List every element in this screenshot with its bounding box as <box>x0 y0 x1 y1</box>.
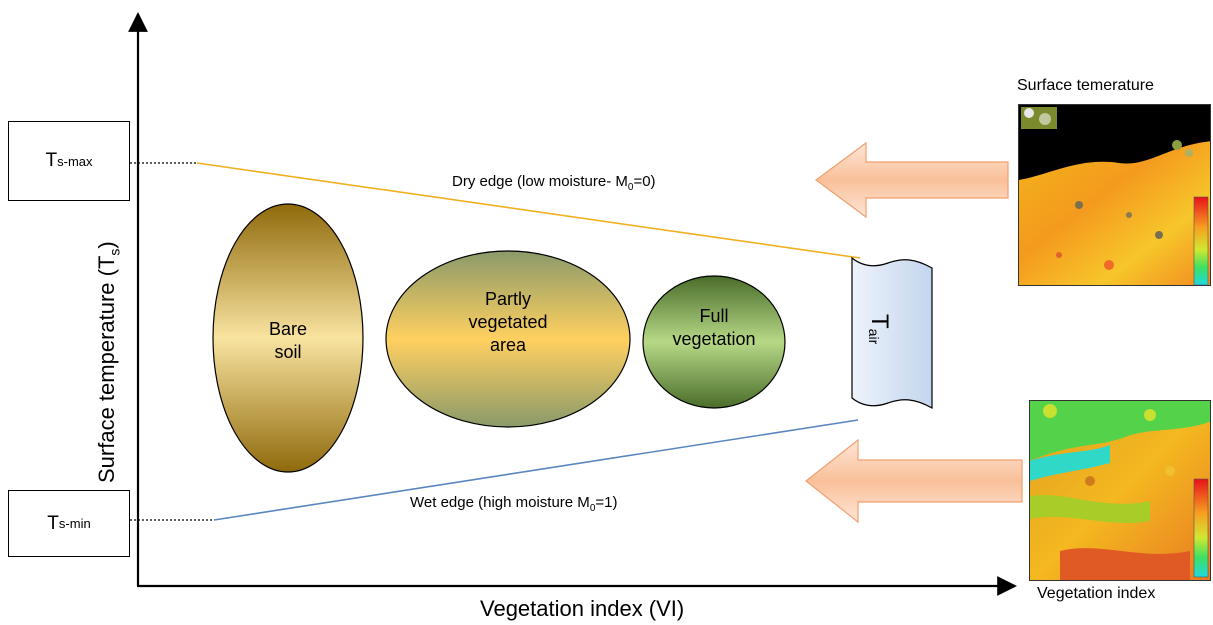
bare-soil-label: Bare soil <box>268 319 308 362</box>
wet-edge-line <box>213 419 859 521</box>
vegetation-index-caption: Vegetation index <box>1037 585 1156 602</box>
surface-temperature-raster <box>1019 105 1210 285</box>
dry-edge-label: Dry edge (low moisture- M0=0) <box>452 173 656 193</box>
dry-edge-line <box>196 162 861 259</box>
vegetation-index-raster <box>1030 401 1210 580</box>
arrow-from-vegetation-index <box>805 438 1023 524</box>
air-temperature-shape <box>851 256 933 410</box>
ts-min-symbol: T <box>47 512 59 534</box>
ts-max-subscript: s-max <box>57 153 93 169</box>
arrow-from-surface-temperature <box>814 141 1009 219</box>
ts-max-symbol: T <box>45 150 58 171</box>
ts-min-subscript: s-min <box>58 516 91 531</box>
partly-vegetated-ellipse <box>385 250 631 428</box>
air-temperature-label: Tair <box>866 314 893 345</box>
vegetation-index-image <box>1029 400 1211 581</box>
surface-temperature-image <box>1018 104 1211 286</box>
y-axis-label: Surface temperature (Ts) <box>94 241 123 483</box>
x-axis-label: Vegetation index (VI) <box>480 596 685 621</box>
partly-vegetated-label: Partly vegetated area <box>468 289 548 355</box>
full-vegetation-label: Full vegetation <box>672 306 756 349</box>
wet-edge-label: Wet edge (high moisture M0=1) <box>410 494 618 514</box>
bare-soil-ellipse <box>212 203 364 473</box>
surface-temperature-caption: Surface temerature <box>1017 77 1154 94</box>
full-vegetation-ellipse <box>642 275 786 409</box>
